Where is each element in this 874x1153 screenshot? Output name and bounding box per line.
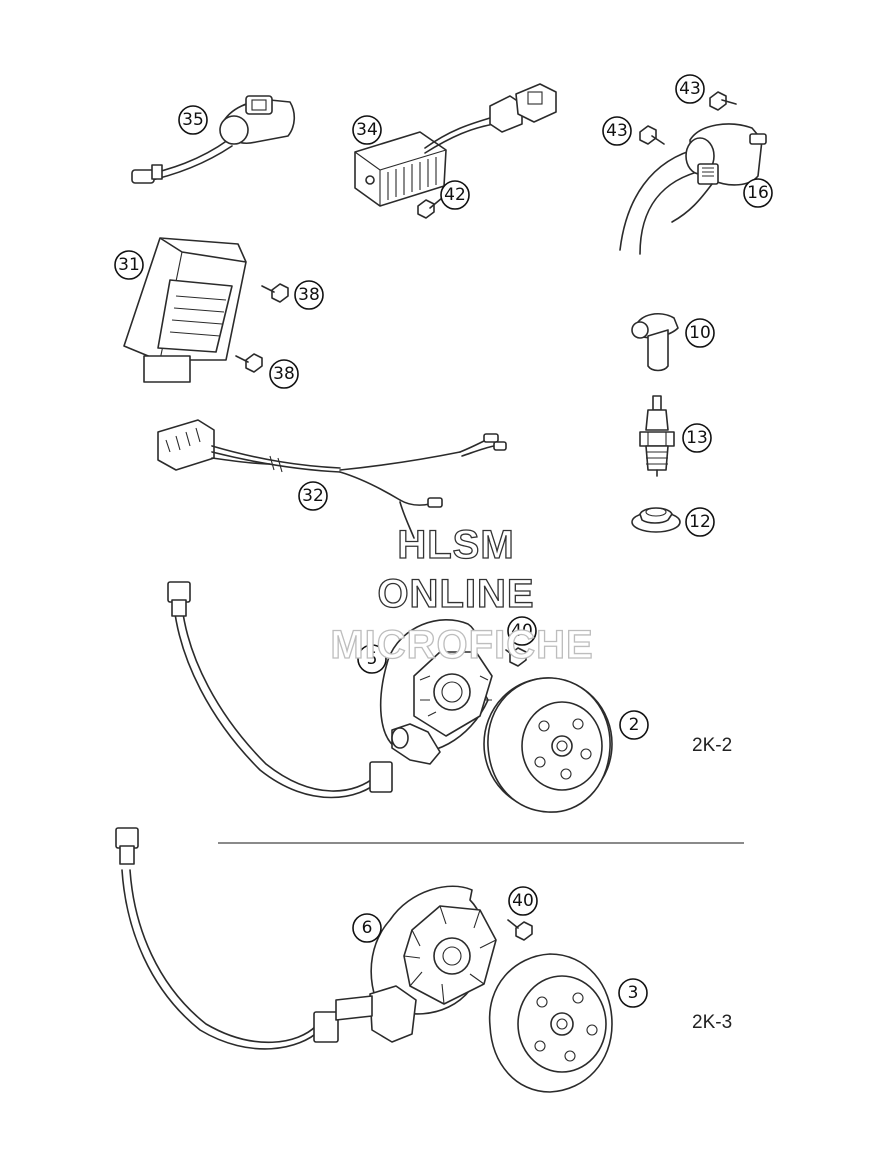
watermark-line-2: ONLINE xyxy=(377,572,534,616)
callout-38-lower-label: 38 xyxy=(273,364,295,384)
part-35-sensor xyxy=(131,95,296,184)
callout-34-label: 34 xyxy=(356,120,378,140)
callout-42: 42 xyxy=(440,180,470,210)
part-13-spark-plug xyxy=(639,395,675,477)
callout-32-label: 32 xyxy=(302,486,324,506)
callout-35: 35 xyxy=(178,105,208,135)
callout-12-label: 12 xyxy=(689,512,711,532)
callout-42-label: 42 xyxy=(444,185,466,205)
callout-5-label: 5 xyxy=(367,649,378,669)
part-5-stator-2k2 xyxy=(167,581,493,799)
part-2-flywheel-2k2 xyxy=(483,677,613,813)
part-42-bolt xyxy=(417,197,443,219)
part-32-wiring-harness xyxy=(157,419,507,539)
part-43-bolt-upper xyxy=(709,91,737,111)
callout-5: 5 xyxy=(357,644,387,674)
part-40-bolt-lower xyxy=(507,919,533,941)
callout-38-lower: 38 xyxy=(269,359,299,389)
part-38-bolt-lower xyxy=(235,353,263,373)
callout-40-lower: 40 xyxy=(508,886,538,916)
part-43-bolt-lower xyxy=(639,125,665,145)
callout-38-upper-label: 38 xyxy=(298,285,320,305)
part-34-regulator xyxy=(354,83,557,207)
part-12-washer xyxy=(631,507,681,533)
callout-43-lower-label: 43 xyxy=(606,121,628,141)
callout-16-label: 16 xyxy=(747,183,769,203)
callout-31-label: 31 xyxy=(118,255,140,275)
callout-6-label: 6 xyxy=(362,918,373,938)
part-16-ignition-coil xyxy=(619,123,767,255)
variant-label-2k3: 2K-3 xyxy=(692,1012,732,1033)
callout-34: 34 xyxy=(352,115,382,145)
part-31-cdi-unit xyxy=(123,237,247,383)
callout-32: 32 xyxy=(298,481,328,511)
callout-12: 12 xyxy=(685,507,715,537)
callout-10-label: 10 xyxy=(689,323,711,343)
callout-2: 2 xyxy=(619,710,649,740)
callout-40-lower-label: 40 xyxy=(512,891,534,911)
callout-13: 13 xyxy=(682,423,712,453)
callout-13-label: 13 xyxy=(686,428,708,448)
callout-31: 31 xyxy=(114,250,144,280)
callout-10: 10 xyxy=(685,318,715,348)
variant-label-2k2: 2K-2 xyxy=(692,735,732,756)
watermark-line-1: HLSM xyxy=(397,523,514,567)
part-40-bolt-upper xyxy=(505,647,527,667)
callout-40-upper-label: 40 xyxy=(511,621,533,641)
callout-3: 3 xyxy=(618,978,648,1008)
callout-43-upper-label: 43 xyxy=(679,79,701,99)
part-6-stator-2k3 xyxy=(115,827,497,1050)
part-10-spark-plug-cap xyxy=(631,313,679,372)
watermark-line-3: MICROFICHE xyxy=(330,623,593,667)
callout-43-upper: 43 xyxy=(675,74,705,104)
callout-3-label: 3 xyxy=(628,983,639,1003)
callout-40-upper: 40 xyxy=(507,616,537,646)
callout-6: 6 xyxy=(352,913,382,943)
callout-43-lower: 43 xyxy=(602,116,632,146)
callout-16: 16 xyxy=(743,178,773,208)
callout-38-upper: 38 xyxy=(294,280,324,310)
part-3-flywheel-2k3 xyxy=(488,953,613,1093)
callout-2-label: 2 xyxy=(629,715,640,735)
part-38-bolt-upper xyxy=(261,283,289,303)
callout-35-label: 35 xyxy=(182,110,204,130)
